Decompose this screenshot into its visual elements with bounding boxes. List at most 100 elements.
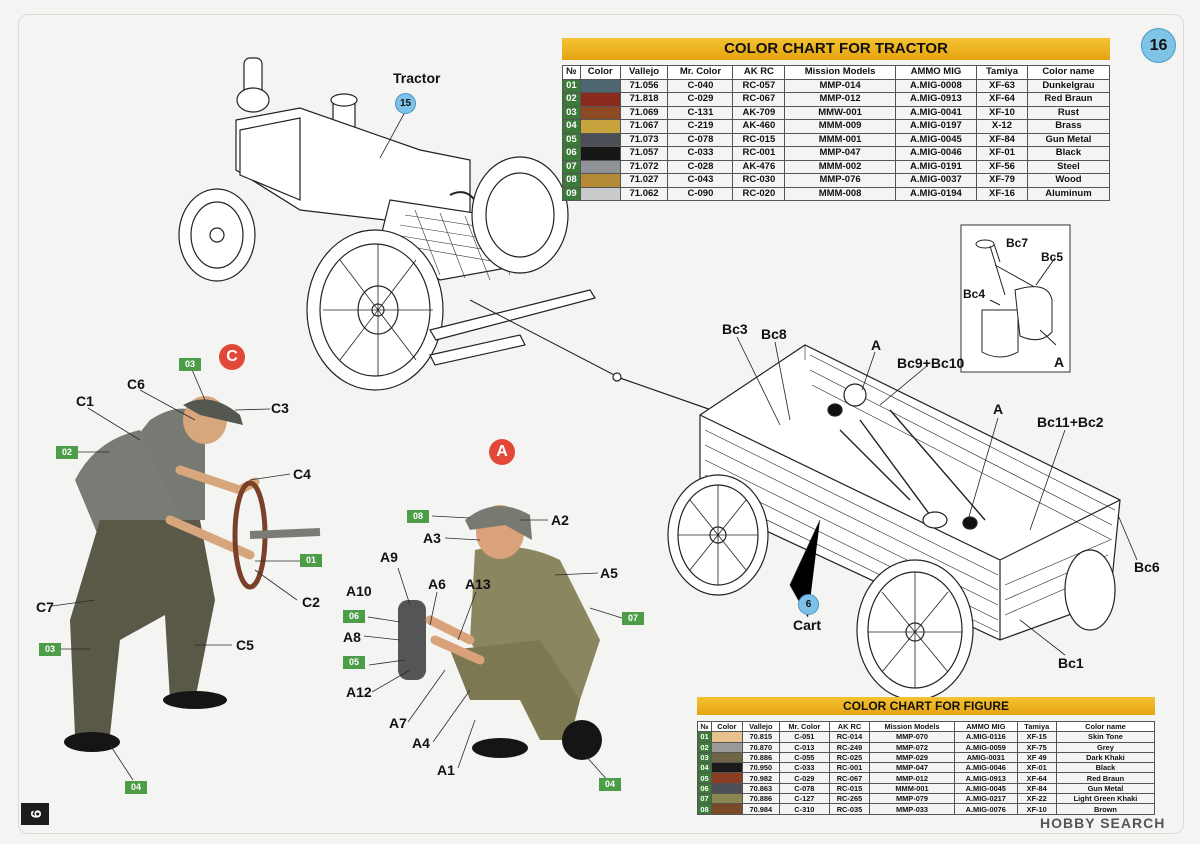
cell-ammo: A.MIG-0116 xyxy=(954,731,1018,743)
cell-mission: MMP-033 xyxy=(869,803,955,815)
column-header: № xyxy=(696,720,713,733)
color-swatch xyxy=(579,173,621,188)
cell-ammo: A.MIG-0046 xyxy=(954,762,1018,774)
figure-c-drawing xyxy=(64,396,321,752)
cell-mission: MMM-001 xyxy=(784,132,896,147)
cell-no: 08 xyxy=(562,173,581,188)
cart-part-a-right: A xyxy=(993,401,1004,417)
cell-mr: C-029 xyxy=(778,772,830,784)
cart-part-bc11-bc2: Bc11+Bc2 xyxy=(1037,414,1104,430)
figure-a-color-tag: 07 xyxy=(622,612,644,625)
cell-no: 08 xyxy=(696,803,713,815)
column-header: Mr. Color xyxy=(778,720,830,733)
color-swatch xyxy=(579,146,621,161)
cell-ak: RC-014 xyxy=(828,731,871,743)
cart-part-bc1: Bc1 xyxy=(1058,655,1084,671)
cell-no: 06 xyxy=(562,146,581,161)
cell-no: 02 xyxy=(696,741,713,753)
cell-ak: RC-249 xyxy=(828,741,871,753)
cell-mr: C-078 xyxy=(667,132,734,147)
cell-no: 01 xyxy=(696,731,713,743)
cell-mr: C-013 xyxy=(778,741,830,753)
swatch-fill xyxy=(580,133,620,146)
figure-a-part-a8: A8 xyxy=(343,629,361,645)
cell-ak: AK-476 xyxy=(732,159,786,174)
figure-c-color-tag: 02 xyxy=(56,446,78,459)
cell-no: 04 xyxy=(562,119,581,134)
swatch-fill xyxy=(580,160,620,173)
cell-mr: C-131 xyxy=(667,105,734,120)
tractor-chart-title: COLOR CHART FOR TRACTOR xyxy=(562,38,1110,60)
cell-ak: AK-460 xyxy=(732,119,786,134)
swatch-fill xyxy=(580,79,620,92)
cell-ammo: A.MIG-0076 xyxy=(954,803,1018,815)
figure-c-part-c1: C1 xyxy=(76,393,94,409)
cell-tamiya: XF-75 xyxy=(1016,741,1057,753)
figure-c-part-c2: C2 xyxy=(302,594,320,610)
cell-name: Red Braun xyxy=(1026,92,1111,107)
cell-mr: C-029 xyxy=(667,92,734,107)
cell-no: 05 xyxy=(562,132,581,147)
color-swatch xyxy=(711,793,743,805)
column-header: Tamiya xyxy=(976,65,1028,80)
cell-tamiya: XF-64 xyxy=(976,92,1028,107)
swatch-fill xyxy=(712,742,742,752)
figure-chart-title: COLOR CHART FOR FIGURE xyxy=(697,697,1155,715)
cell-mission: MMP-079 xyxy=(869,793,955,805)
inset-part-a: A xyxy=(1054,354,1065,370)
swatch-fill xyxy=(712,732,742,742)
cell-ammo: A.MIG-0194 xyxy=(894,186,978,201)
cell-no: 06 xyxy=(696,782,713,795)
column-header: Vallejo xyxy=(741,720,780,733)
figure-c-marker: C xyxy=(219,344,245,370)
cell-tamiya: X-12 xyxy=(976,119,1028,134)
figure-c-part-c4: C4 xyxy=(293,466,311,482)
cell-ammo: A.MIG-0037 xyxy=(894,173,978,188)
swatch-fill xyxy=(580,93,620,106)
callout-15: 15 xyxy=(395,93,416,114)
swatch-fill xyxy=(580,106,620,119)
figure-a-part-a7: A7 xyxy=(389,715,407,731)
cell-tamiya: XF 49 xyxy=(1016,751,1057,764)
cell-mission: MMP-014 xyxy=(784,78,896,93)
figure-a-marker: A xyxy=(489,439,515,465)
swatch-fill xyxy=(712,783,742,794)
cell-mr: C-078 xyxy=(778,782,830,795)
cell-mr: C-055 xyxy=(778,751,830,764)
column-header: AK RC xyxy=(732,65,786,80)
color-swatch xyxy=(711,741,743,753)
cell-no: 05 xyxy=(696,772,713,784)
cell-name: Dark Khaki xyxy=(1055,751,1156,764)
swatch-fill xyxy=(580,187,620,200)
figure-a-part-a6: A6 xyxy=(428,576,446,592)
cell-tamiya: XF-79 xyxy=(976,173,1028,188)
cell-mr: C-033 xyxy=(778,762,830,774)
cart-drawing xyxy=(612,344,1121,701)
cell-ak: RC-020 xyxy=(732,186,786,201)
tractor-drawing xyxy=(178,57,621,391)
column-header: AMMO MIG xyxy=(894,65,978,80)
cell-mission: MMP-012 xyxy=(784,92,896,107)
figure-c-part-c7: C7 xyxy=(36,599,54,615)
cell-vallejo: 71.067 xyxy=(619,119,669,134)
cell-mission: MMP-076 xyxy=(784,173,896,188)
cell-ammo: A.MIG-0045 xyxy=(954,782,1018,795)
color-swatch xyxy=(711,782,743,795)
watermark-text: HOBBY SEARCH xyxy=(1040,815,1166,831)
figure-a-part-a5: A5 xyxy=(600,565,618,581)
cell-ak: RC-001 xyxy=(732,146,786,161)
cell-vallejo: 71.818 xyxy=(619,92,669,107)
color-swatch xyxy=(579,186,621,201)
cell-ak: AK-709 xyxy=(732,105,786,120)
figure-c-color-tag: 03 xyxy=(179,358,201,371)
cell-name: Brown xyxy=(1055,803,1156,815)
column-header: AK RC xyxy=(828,720,871,733)
cell-vallejo: 71.027 xyxy=(619,173,669,188)
callout-6: 6 xyxy=(798,594,819,615)
